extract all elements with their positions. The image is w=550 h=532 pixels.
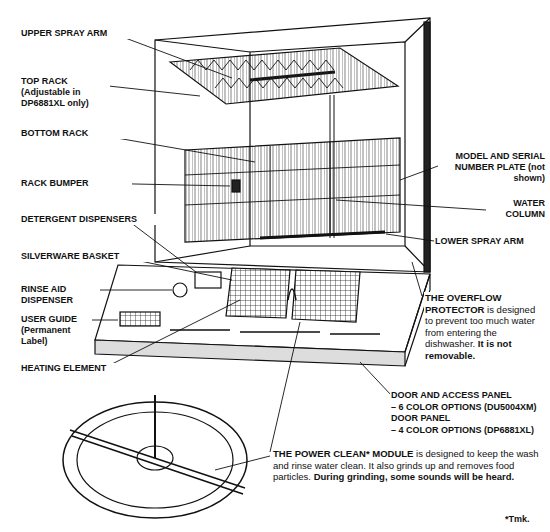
silverware-basket [292,270,360,322]
part-label: DETERGENT DISPENSERS [20,214,162,225]
user-guide-plate [120,312,160,326]
leader-line [270,322,300,452]
bottom-rack [185,138,400,242]
part-label: RINSE AID DISPENSER [20,284,100,306]
part-label: USER GUIDE (Permanent Label) [20,314,92,347]
tub-side-band [424,22,430,272]
leader-line [400,166,438,180]
silverware-basket [226,268,290,318]
rack-bumper [232,180,240,192]
part-label: BOTTOM RACK [20,128,132,139]
leader-line [112,33,232,78]
door-controls [170,330,380,334]
leader-line [215,456,270,470]
door-inner [95,265,430,352]
top-rack-tines [190,60,343,88]
note-text: During grinding, some sounds will be hea… [314,471,515,482]
leader-line [126,219,196,272]
basket-handle [288,289,296,300]
note-text: – 6 COLOR OPTIONS (DU5004XM) [391,402,545,414]
top-rack [170,48,398,104]
tub-frame [155,18,430,272]
lower-spray-arm [260,232,385,238]
note-text: DOOR AND ACCESS PANEL [391,390,545,402]
part-label: LOWER SPRAY ARM [434,236,546,247]
leader-line [360,362,392,396]
note-text: – 4 COLOR OPTIONS (DP6881XL) [391,425,545,437]
part-label: SILVERWARE BASKET [20,251,152,262]
callout-note: THE OVERFLOW PROTECTOR is designed to pr… [424,292,546,361]
detergent-dispenser [195,272,221,288]
leader-line [336,200,486,210]
rinse-aid-dispenser [173,283,187,297]
part-label: *Tmk. [504,514,546,525]
module-spray-arm [70,430,245,494]
callout-note: DOOR AND ACCESS PANEL– 6 COLOR OPTIONS (… [390,390,546,436]
leader-line [104,300,240,368]
leader-line [412,262,422,296]
part-label: MODEL AND SERIAL NUMBER PLATE (not shown… [438,151,546,184]
module-spray-arm-tube [154,395,156,458]
note-text: THE POWER CLEAN* MODULE [273,448,413,459]
part-label: RACK BUMPER [20,178,132,189]
part-label: TOP RACK (Adjustable in DP6881XL only) [20,76,110,109]
leader-line [386,234,434,241]
part-label: HEATING ELEMENT [20,363,142,374]
bottom-rack-rails [185,142,400,238]
tub-corners [155,18,430,272]
callout-note: THE POWER CLEAN* MODULE is designed to k… [272,448,546,483]
part-label: WATER COLUMN [486,198,546,220]
note-text: DOOR PANEL [391,413,545,425]
part-label: UPPER SPRAY ARM [20,28,152,39]
